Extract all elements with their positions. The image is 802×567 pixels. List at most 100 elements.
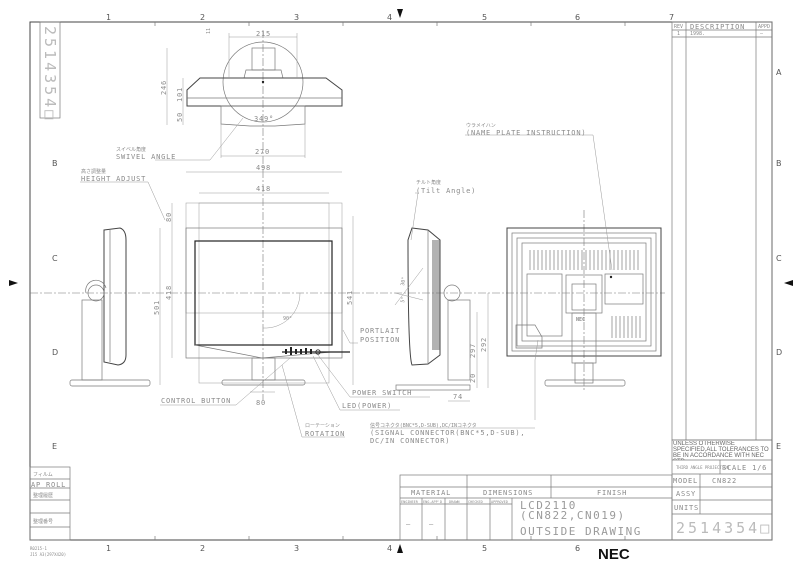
rect-line-work: [310, 349, 312, 354]
grid-rows-3: D: [776, 348, 782, 357]
rect-line-work: [574, 362, 594, 384]
rect-line-work: [432, 240, 440, 350]
grid-columns-5: 6: [575, 544, 580, 553]
rect-line-work: [395, 384, 471, 391]
dimensions-top-stand: 50: [176, 112, 184, 122]
polyline-line-work: [80, 181, 166, 221]
rect-line-work: [251, 357, 276, 381]
title-block-bottom: MATERIAL DIMENSIONS FINISH ENGINEER ENG.…: [399, 474, 673, 541]
title-block-signoffs-1: ENG.APP'D: [423, 500, 442, 504]
dimensions-top-small: 11: [206, 28, 212, 34]
dimensions-screen-width: 418: [256, 185, 271, 193]
rect-line-work: [506, 227, 662, 357]
circle-line-work: [87, 284, 105, 302]
dimensions-height-adjust: 80: [165, 212, 173, 222]
rect-line-work: [544, 379, 626, 387]
grid-columns-3: 4: [387, 544, 392, 553]
title-block-units-label: UNITS: [674, 504, 699, 512]
dimensions-rotation: 90°: [283, 316, 292, 322]
rect-line-work: [511, 232, 657, 352]
portrait-label-2: POSITION: [360, 336, 400, 344]
left-side-view: [69, 227, 151, 387]
dimensions-portrait-height: 541: [346, 290, 354, 305]
path-line-work: [262, 292, 301, 329]
polyline-line-work: [160, 357, 291, 406]
grid-rows-1: B: [52, 159, 58, 168]
grid-columns-1: 2: [200, 13, 205, 22]
rect-line-work: [185, 202, 343, 314]
dimensions-top-depth: 246: [160, 80, 168, 95]
grid-columns-1: 2: [200, 544, 205, 553]
grid-rows-1: B: [776, 159, 782, 168]
rect-line-work: [399, 474, 673, 541]
title-block-dimensions: DIMENSIONS: [483, 489, 533, 497]
circle-line-work: [261, 80, 265, 84]
grid-rows-4: E: [52, 442, 57, 451]
center-mark-left: [9, 280, 18, 286]
polygon-line-work: [186, 77, 343, 107]
top-view: 215 11 246 101 50 349° 270 スイベル角度 SWIVEL…: [116, 28, 343, 161]
grid-rows-2: C: [776, 254, 782, 263]
signal-connector-label-1: (SIGNAL CONNECTOR(BNC*5,D-SUB),: [370, 429, 525, 437]
grid-columns-2: 3: [294, 544, 299, 553]
rect-line-work: [300, 349, 302, 354]
grid-columns-0: 1: [106, 13, 111, 22]
circle-line-work: [443, 284, 461, 302]
nec-logo: NEC: [598, 546, 630, 563]
dimensions-tilt-up: 30°: [400, 276, 407, 286]
dimensions-base-width: 270: [255, 148, 270, 156]
rear-view: NEC ウラメイハン (NAME PLATE INSTRUCTION) 信号コネ…: [370, 122, 662, 445]
left-block-rows-4: 整理番号: [33, 518, 53, 525]
rect-line-work: [285, 349, 287, 354]
signal-connector-jp-label: 信号コネクタ(BNC*5,D-SUB),DC/INコネクタ: [370, 422, 477, 429]
height-adjust-label: HEIGHT ADJUST: [81, 175, 146, 183]
revision-table-headers-1: DESCRIPTION: [690, 23, 745, 31]
dimensions-side-74: 74: [453, 393, 463, 401]
left-block-foot2: J15 A3(297X420): [30, 552, 66, 557]
rect-line-work: [604, 273, 644, 305]
path-line-work: [85, 279, 107, 294]
control-buttons: [285, 347, 321, 355]
path-line-work: [103, 227, 127, 366]
rect-line-work: [447, 299, 471, 381]
swivel-angle-jp-label: スイベル角度: [116, 146, 146, 153]
dimensions-front-width: 498: [256, 164, 271, 172]
dimensions-side-20: 20: [469, 373, 477, 383]
rect-line-work: [516, 237, 652, 347]
grid-rows-3: D: [52, 348, 58, 357]
dimensions-top-width: 215: [256, 30, 271, 38]
polyline-line-work: [281, 364, 345, 438]
polygon-line-work: [243, 69, 284, 79]
drawing-number-box-vertical: [39, 21, 61, 119]
dimensions-base-offset: 80: [256, 399, 266, 407]
product-codes: (CN822,CN019): [520, 509, 626, 522]
rect-line-work: [305, 348, 307, 354]
filing-block: フィルム AP ROLL 整理履歴 整理番号 R0215-1 J15 A3(29…: [29, 466, 71, 557]
circle-line-work: [609, 275, 613, 279]
path-line-work: [407, 227, 441, 366]
title-block-right: UNLESS OTHERWISE SPECIFIED,ALL TOLERANCE…: [671, 439, 773, 541]
title-block-signoffs-3: CHECKED: [468, 500, 483, 504]
dimensions-swivel: 349°: [254, 115, 274, 123]
dimensions-side-292: 292: [480, 337, 488, 352]
line-line-work: [394, 267, 424, 306]
grid-columns-4: 5: [482, 13, 487, 22]
grid-rows-2: C: [52, 254, 58, 263]
name-plate-jp-label: ウラメイハン: [466, 122, 496, 129]
grid-rows-4: E: [776, 442, 781, 451]
rect-line-work: [295, 349, 297, 354]
title-block-signoffs-4: APPROVED: [491, 500, 508, 504]
title-block-model: CN822: [712, 477, 737, 485]
control-button-label: CONTROL BUTTON: [161, 397, 231, 405]
center-mark-right: [784, 280, 793, 286]
rotation-jp-label: ローテーション: [305, 423, 340, 429]
center-mark-bottom: [397, 544, 403, 553]
front-view: 90° 498 418 501 418 80 541 80 高さ調整量 HEIG…: [80, 164, 430, 438]
title-block-finish: FINISH: [597, 489, 627, 497]
revision-table-rows-0-description: 1998.: [690, 31, 705, 37]
rotation-label: ROTATION: [305, 430, 345, 438]
grid-rows-0: A: [776, 68, 782, 77]
title-block-signoff-values-1: —: [429, 520, 434, 528]
